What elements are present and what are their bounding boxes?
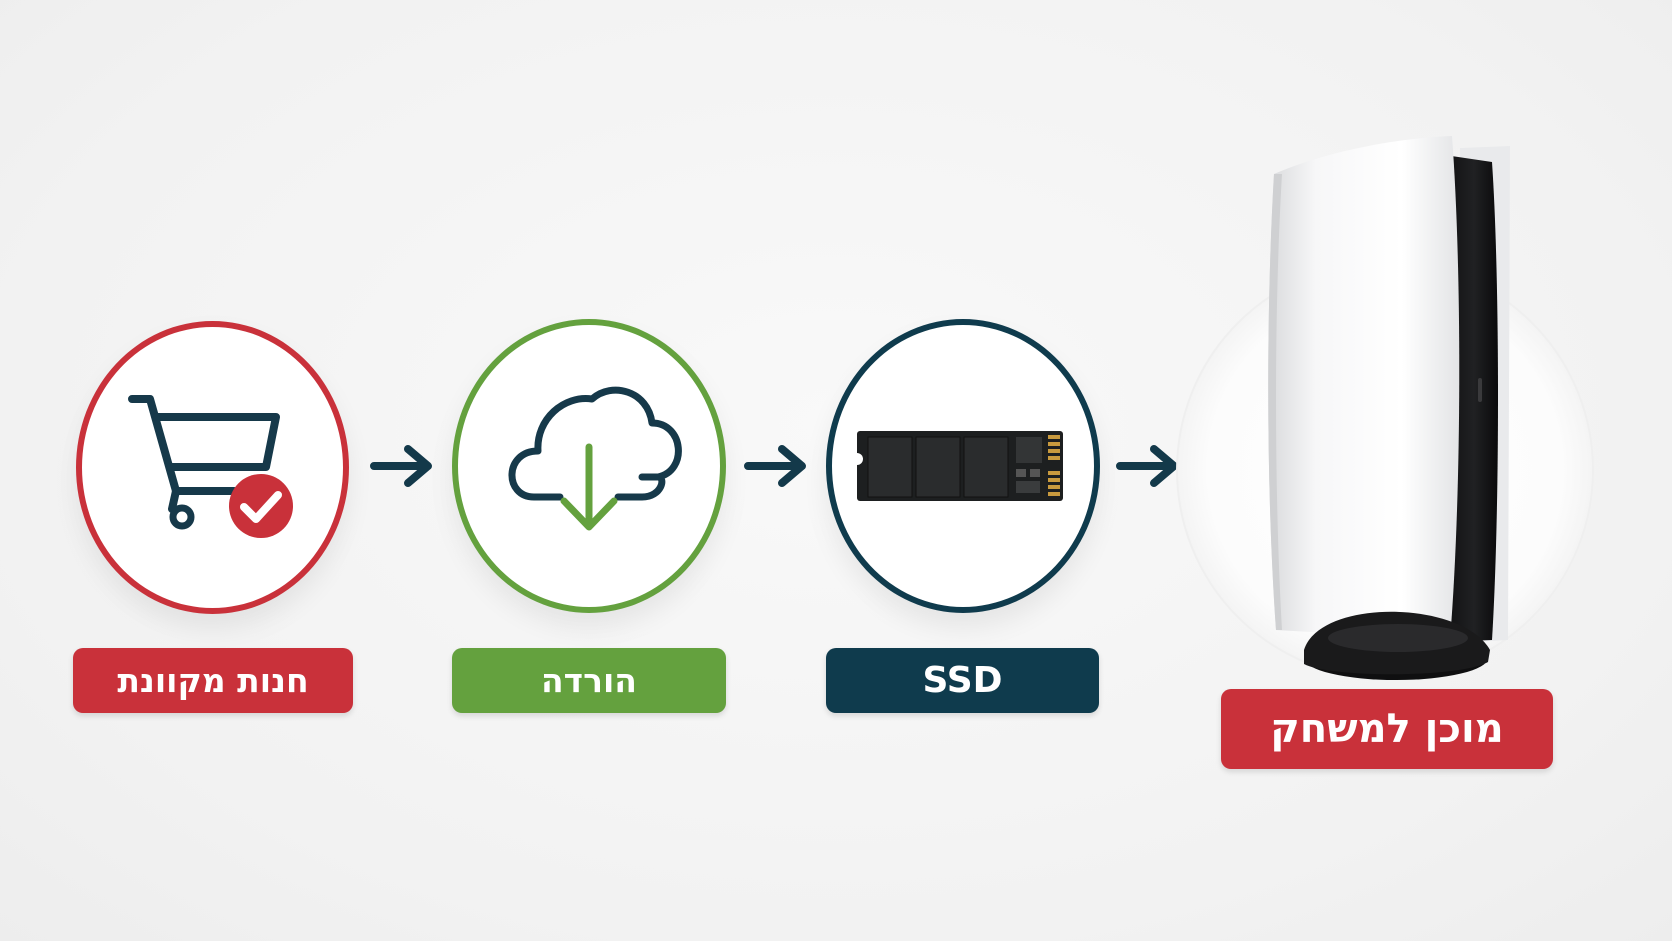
arrow-right-icon [744, 445, 806, 487]
shopping-cart-check-icon [128, 395, 293, 538]
arrow-right-icon [1116, 445, 1178, 487]
game-console-icon [1176, 136, 1594, 680]
ssd-module-icon [857, 431, 1063, 501]
arrow-right-icon [370, 445, 432, 487]
step-console [1170, 130, 1600, 690]
step-download-label: הורדה [452, 648, 726, 713]
step-store-circle [76, 321, 349, 614]
step-console-label: מוכן למשחק [1221, 689, 1553, 769]
step-ssd-circle [826, 319, 1100, 613]
step-download-circle [452, 319, 726, 613]
step-store-label: חנות מקוונת [73, 648, 353, 713]
step-ssd-label: SSD [826, 648, 1099, 713]
cloud-download-icon [508, 386, 682, 531]
